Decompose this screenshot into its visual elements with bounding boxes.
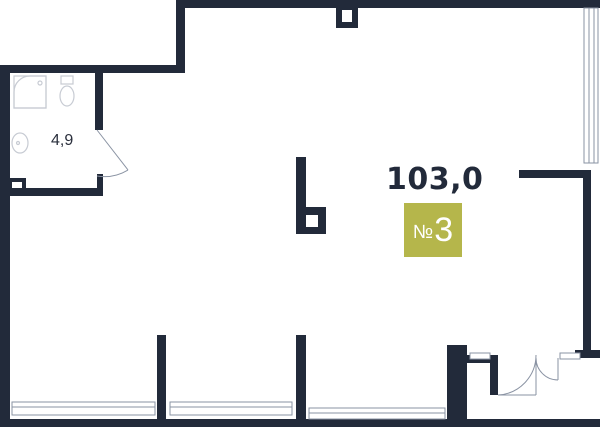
wall-top xyxy=(176,0,600,8)
window-right xyxy=(583,7,599,164)
entry-door-arc-right xyxy=(535,357,559,381)
unit-area-label: 103,0 xyxy=(386,162,484,197)
wall-bottom-pier-2 xyxy=(296,335,306,427)
window-bottom-1 xyxy=(11,401,156,416)
wall-bottom-pier-1 xyxy=(157,335,166,427)
column-base-inner xyxy=(306,215,318,227)
wall-step-vertical xyxy=(176,0,185,73)
wall-entry-left xyxy=(490,355,498,395)
entry-door-arc-left xyxy=(497,354,537,396)
wall-right-lower xyxy=(583,170,591,357)
bath-door-leaf xyxy=(96,129,129,171)
wall-right-partition xyxy=(519,170,591,178)
unit-number-prefix: № xyxy=(412,222,434,243)
bathroom-area-label: 4,9 xyxy=(51,132,74,149)
toilet-tank-icon xyxy=(60,75,74,85)
windows xyxy=(11,7,599,420)
bath-fixtures xyxy=(11,75,75,154)
top-shaft-inner xyxy=(342,10,352,22)
wall-bath-bottom xyxy=(0,188,103,196)
wall-step-horizontal xyxy=(0,65,185,73)
wall-bottom-base xyxy=(0,419,600,427)
wall-bottom-right-block xyxy=(447,345,467,427)
unit-number-value: 3 xyxy=(434,211,454,249)
wall-bath-right-lower xyxy=(97,174,103,196)
wall-entry-right xyxy=(575,350,600,358)
bath-door-arc xyxy=(96,169,129,178)
wall-left xyxy=(0,65,10,427)
column-stem xyxy=(296,157,306,234)
window-entry-left xyxy=(469,352,491,360)
window-entry-right xyxy=(559,352,581,360)
sink-icon xyxy=(11,132,29,154)
toilet-bowl-icon xyxy=(59,85,75,107)
window-bottom-2 xyxy=(169,401,293,416)
doors xyxy=(96,129,559,396)
wall-bath-right-upper xyxy=(95,65,103,130)
unit-number-badge: № 3 xyxy=(404,203,462,257)
bath-shaft xyxy=(8,178,26,196)
